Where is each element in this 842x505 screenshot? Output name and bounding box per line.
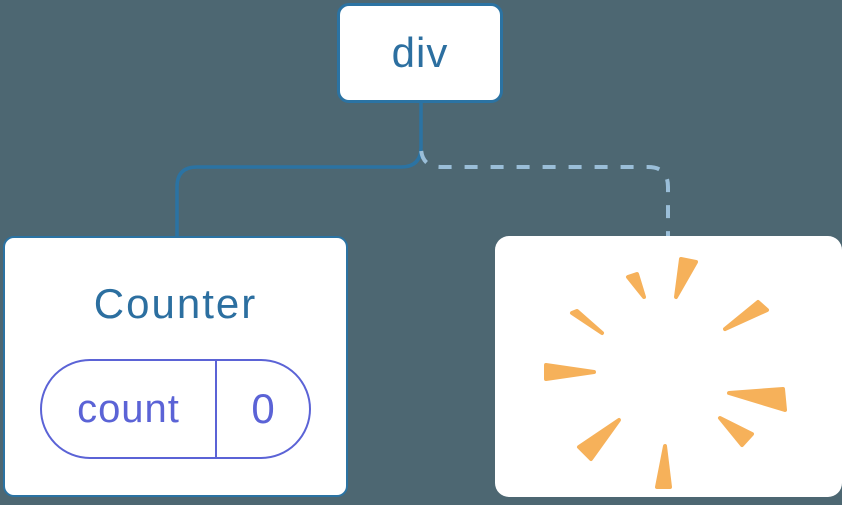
edge-dashed-div-to-removed [419,146,670,238]
poof-icon [544,257,787,489]
node-counter-title: Counter [93,280,258,327]
node-removed [495,236,842,497]
state-pill: count 0 [40,359,311,459]
state-name-label: count [42,361,217,457]
node-counter: Counter count 0 [3,236,348,497]
state-value-label: 0 [251,385,275,432]
node-div: div [337,3,503,103]
edge-solid-div-to-counter [175,103,423,238]
node-div-label: div [391,29,449,76]
